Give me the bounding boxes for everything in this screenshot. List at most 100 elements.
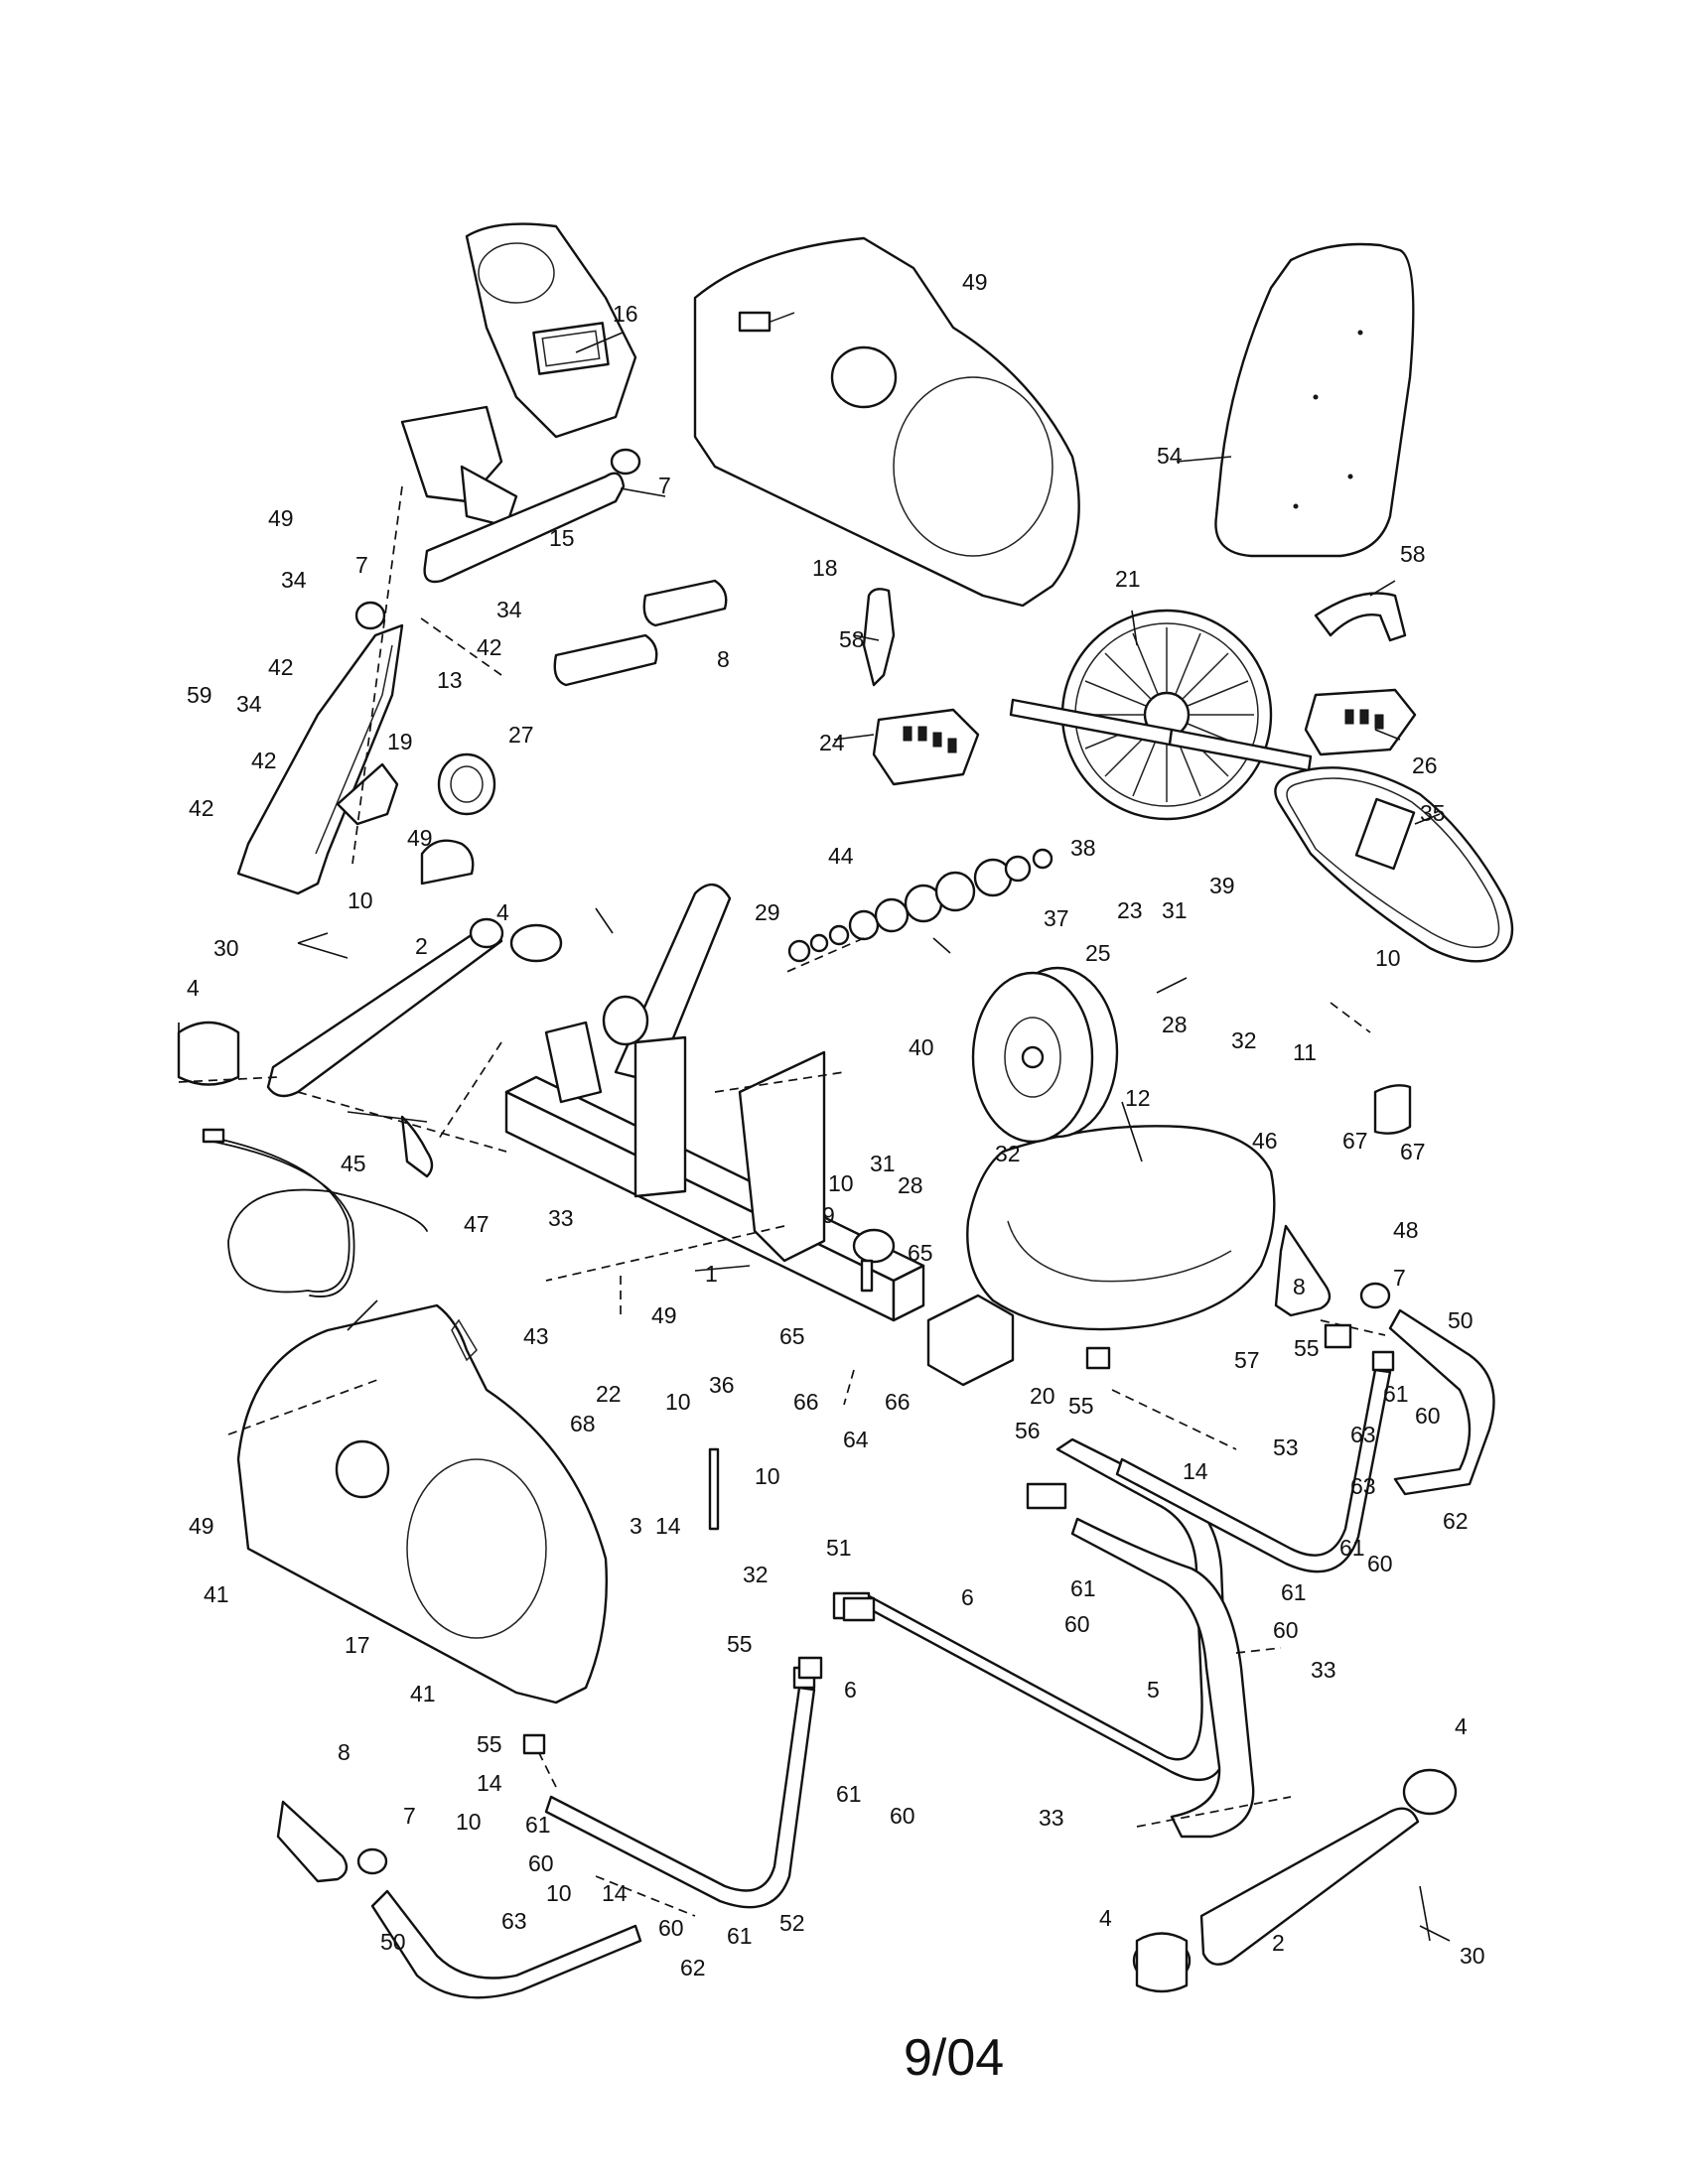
callout-42: 42 xyxy=(251,748,277,773)
callout-33: 33 xyxy=(1311,1657,1336,1683)
seat-rail-right xyxy=(1115,1350,1395,1573)
callout-63: 63 xyxy=(1350,1473,1376,1499)
callout-10: 10 xyxy=(755,1463,780,1489)
seat-back xyxy=(1214,242,1415,558)
callout-50: 50 xyxy=(1448,1307,1474,1333)
callout-60: 60 xyxy=(890,1803,915,1829)
leader-lines xyxy=(297,332,1451,1942)
callout-54: 54 xyxy=(1157,443,1183,469)
callout-43: 43 xyxy=(523,1323,549,1349)
callout-61: 61 xyxy=(1281,1579,1307,1605)
callout-27: 27 xyxy=(508,722,534,748)
callout-68: 68 xyxy=(570,1411,596,1436)
callout-45: 45 xyxy=(341,1151,366,1176)
callout-34: 34 xyxy=(236,691,262,717)
callout-53: 53 xyxy=(1273,1434,1299,1460)
callout-55: 55 xyxy=(1068,1393,1094,1419)
callout-25: 25 xyxy=(1085,940,1111,966)
callout-32: 32 xyxy=(743,1562,769,1587)
callout-60: 60 xyxy=(528,1850,554,1876)
pedal-straps xyxy=(862,588,1407,687)
callout-67: 67 xyxy=(1400,1139,1426,1164)
callout-14: 14 xyxy=(655,1513,681,1539)
callout-63: 63 xyxy=(501,1908,527,1934)
callout-12: 12 xyxy=(1125,1085,1151,1111)
callout-3: 3 xyxy=(630,1513,642,1539)
callout-8: 8 xyxy=(717,646,730,672)
callout-61: 61 xyxy=(727,1923,753,1949)
callout-33: 33 xyxy=(548,1205,574,1231)
right-shield xyxy=(693,236,1080,608)
callout-61: 61 xyxy=(525,1812,551,1838)
callout-39: 39 xyxy=(1209,873,1235,898)
callout-28: 28 xyxy=(898,1172,923,1198)
front-upright xyxy=(236,623,496,895)
callout-30: 30 xyxy=(213,935,239,961)
callout-7: 7 xyxy=(658,473,671,498)
callout-34: 34 xyxy=(281,567,307,593)
callout-61: 61 xyxy=(1070,1575,1096,1601)
callout-42: 42 xyxy=(189,795,214,821)
flywheel-pulley xyxy=(1009,609,1313,821)
callout-60: 60 xyxy=(658,1915,684,1941)
callout-61: 61 xyxy=(1383,1381,1409,1407)
callout-17: 17 xyxy=(345,1632,370,1658)
callout-1: 1 xyxy=(705,1261,718,1287)
callout-4: 4 xyxy=(187,975,200,1001)
callout-labels: 49 16 7 49 15 18 54 58 34 7 34 42 42 13 … xyxy=(187,269,1485,1980)
callout-55: 55 xyxy=(1294,1335,1320,1361)
callout-66: 66 xyxy=(793,1389,819,1415)
callout-61: 61 xyxy=(1339,1535,1365,1561)
callout-14: 14 xyxy=(602,1880,628,1906)
callout-60: 60 xyxy=(1367,1551,1393,1576)
assembly-lines xyxy=(178,485,1386,1917)
callout-58: 58 xyxy=(1400,541,1426,567)
callout-60: 60 xyxy=(1415,1403,1441,1429)
callout-41: 41 xyxy=(410,1681,436,1706)
callout-42: 42 xyxy=(268,654,294,680)
callout-7: 7 xyxy=(355,552,368,578)
small-parts xyxy=(400,797,1416,1755)
callout-30: 30 xyxy=(1460,1943,1485,1969)
callout-31: 31 xyxy=(870,1151,896,1176)
callout-50: 50 xyxy=(380,1929,406,1955)
callout-49: 49 xyxy=(962,269,988,295)
callout-19: 19 xyxy=(387,729,413,754)
callout-57: 57 xyxy=(1234,1347,1260,1373)
callout-40: 40 xyxy=(909,1034,934,1060)
callout-15: 15 xyxy=(549,525,575,551)
callout-32: 32 xyxy=(1231,1027,1257,1053)
callout-41: 41 xyxy=(204,1581,229,1607)
callout-10: 10 xyxy=(456,1809,482,1835)
handlebar-left xyxy=(370,1889,642,1999)
callout-65: 65 xyxy=(779,1323,805,1349)
callout-62: 62 xyxy=(1443,1508,1469,1534)
callout-32: 32 xyxy=(995,1141,1021,1166)
callout-33: 33 xyxy=(1039,1805,1064,1831)
seat-cushion xyxy=(966,1125,1276,1331)
callout-55: 55 xyxy=(727,1631,753,1657)
callout-4: 4 xyxy=(1455,1713,1468,1739)
callout-14: 14 xyxy=(1183,1458,1208,1484)
callout-55: 55 xyxy=(477,1731,502,1757)
callout-13: 13 xyxy=(437,667,463,693)
callout-49: 49 xyxy=(407,825,433,851)
callout-42: 42 xyxy=(477,634,502,660)
callout-58: 58 xyxy=(839,626,865,652)
left-shield xyxy=(236,1303,609,1705)
revision-date: 9/04 xyxy=(904,2029,1004,2087)
callout-16: 16 xyxy=(613,301,638,327)
callout-23: 23 xyxy=(1117,897,1143,923)
console-assembly xyxy=(354,222,641,630)
callout-59: 59 xyxy=(187,682,212,708)
callout-2: 2 xyxy=(415,933,428,959)
callout-46: 46 xyxy=(1252,1128,1278,1154)
callout-62: 62 xyxy=(680,1955,706,1980)
callout-44: 44 xyxy=(828,843,854,869)
callout-60: 60 xyxy=(1273,1617,1299,1643)
callout-34: 34 xyxy=(496,597,522,622)
resistance-cable xyxy=(202,1128,428,1297)
callout-10: 10 xyxy=(665,1389,691,1415)
main-frame xyxy=(504,884,925,1322)
